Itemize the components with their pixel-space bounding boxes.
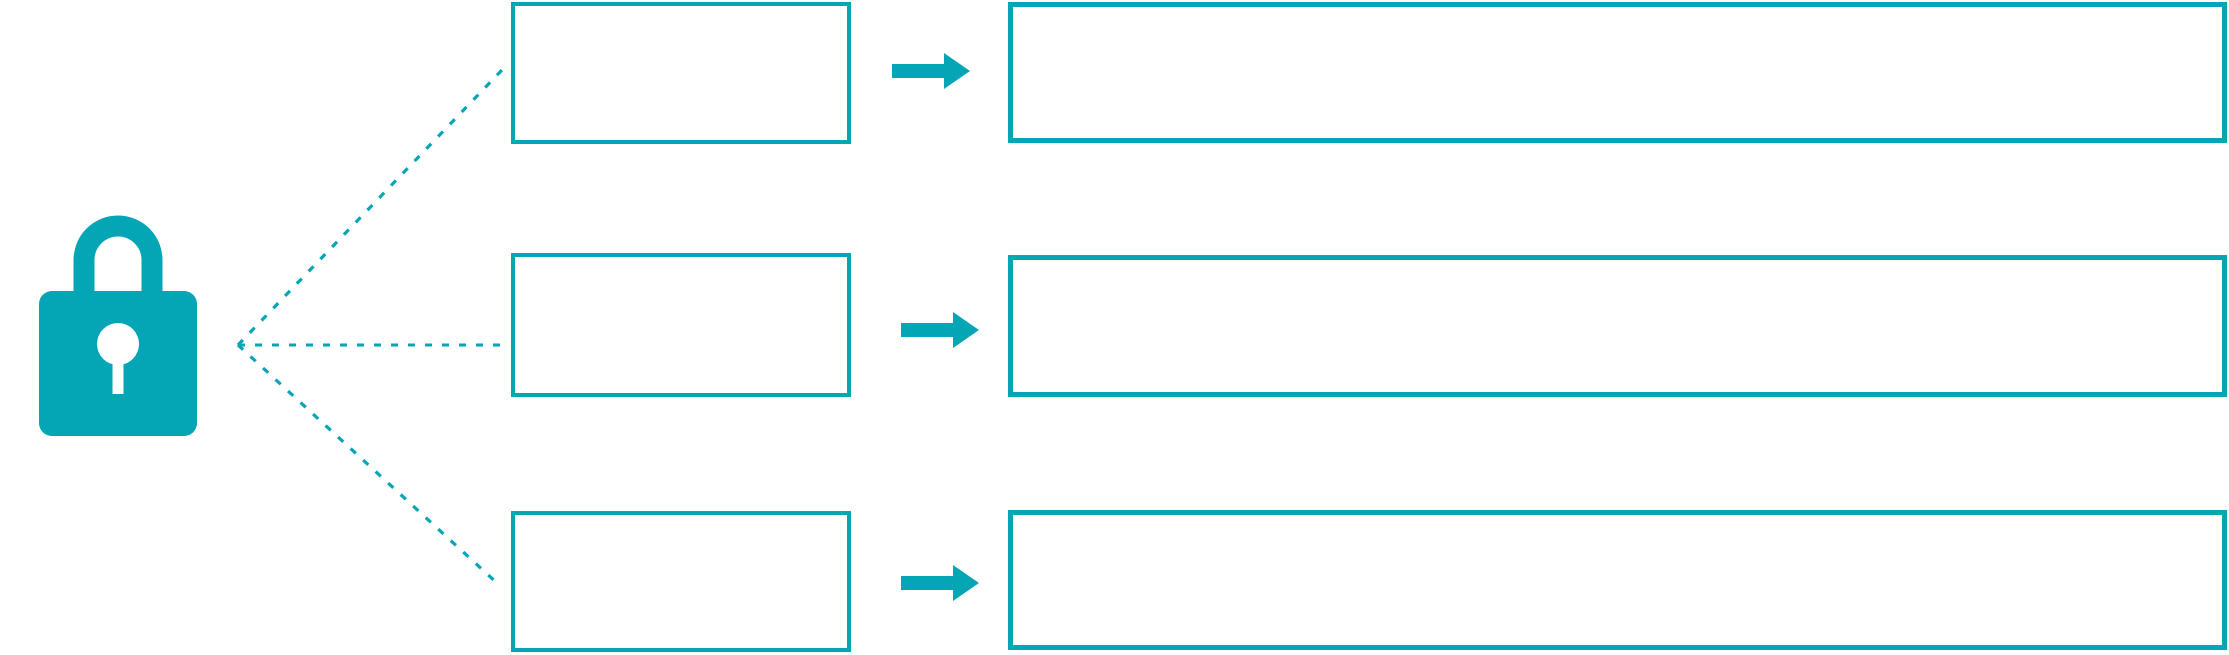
arrow-right-icon xyxy=(901,565,979,601)
lock-icon xyxy=(39,215,197,436)
arrow-right-icon xyxy=(892,53,970,89)
arrow-right-icon xyxy=(901,312,979,348)
detail-box-1[interactable] xyxy=(1008,2,2227,143)
dotted-connector-bottom xyxy=(236,343,500,586)
lock-shackle xyxy=(73,215,163,294)
dotted-connector-top xyxy=(236,68,504,347)
topic-box-3[interactable] xyxy=(511,511,851,652)
topic-box-2[interactable] xyxy=(511,253,851,397)
lock-keyhole-stem xyxy=(112,349,124,394)
detail-box-3[interactable] xyxy=(1008,510,2227,650)
detail-box-2[interactable] xyxy=(1008,255,2227,397)
lock-keyhole-circle xyxy=(97,323,139,365)
topic-box-1[interactable] xyxy=(511,2,851,144)
